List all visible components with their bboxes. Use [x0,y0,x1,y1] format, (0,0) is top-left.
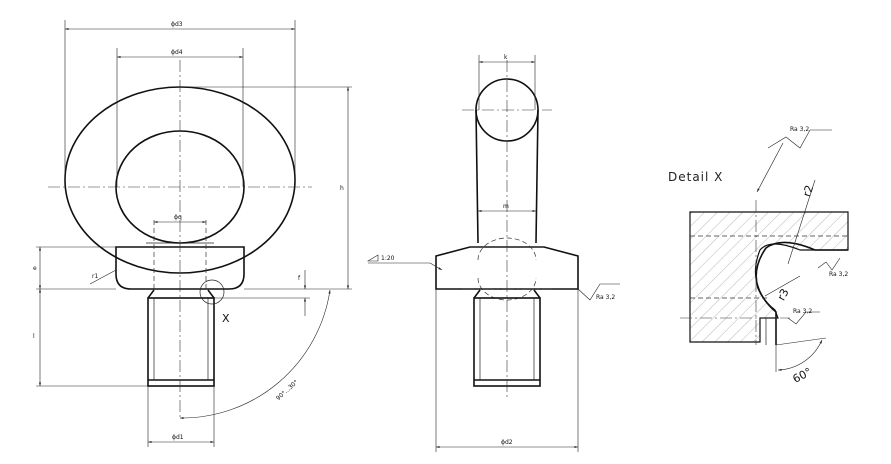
dim-m: m [503,203,509,210]
dim-q: ϕq [174,214,182,221]
dim-d4: ϕd4 [171,49,183,56]
dim-e: e [33,265,37,272]
dim-d3: ϕd3 [171,21,183,28]
dim-h: h [340,185,344,192]
thread-shank [147,297,215,387]
roughness-side: Ra 3,2 [596,294,615,301]
side-view: k m ϕd2 1:20 Ra 3,2 [366,54,620,452]
detail-circle [199,279,225,305]
dim-l: l [33,333,35,340]
roughness-detail-right: Ra 3,2 [829,271,848,278]
dim-d1: ϕd1 [172,434,184,441]
dim-k: k [504,54,508,61]
collar [115,246,245,290]
dim-taper: 1:20 [381,255,395,262]
detail-view: Detail X Ra 3,2 r2 r3 Ra 3,2 Ra 3,2 60° [668,126,849,386]
dim-r3: r3 [775,287,792,303]
detail-title: Detail X [668,170,723,184]
dim-r2: r2 [800,184,816,199]
x-marker: X [222,312,230,325]
roughness-detail-top: Ra 3,2 [790,126,809,133]
dim-f: f [298,275,301,282]
roughness-detail-bottom: Ra 3,2 [793,308,812,315]
dim-d2: ϕd2 [501,439,513,446]
detail-hatch [689,211,849,343]
side-shank [475,109,539,244]
dim-r1: r1 [92,273,98,280]
dim-60deg: 60° [791,365,814,386]
front-view: X ϕd3 ϕd4 ϕq h e l f r1 [33,20,352,447]
